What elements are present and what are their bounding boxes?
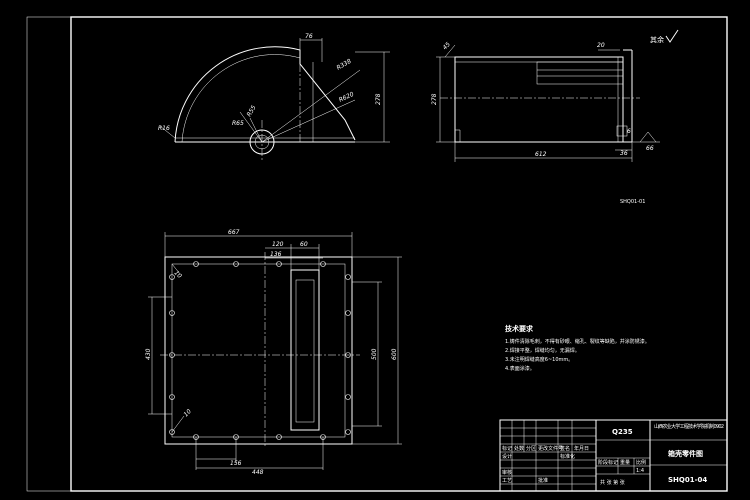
tb-sheets: 共 张 第 张 — [600, 479, 625, 486]
dim-r-mid: R620 — [338, 91, 355, 104]
surface-finish-label: 其余 — [650, 35, 664, 44]
tb-review: 审核 — [502, 469, 512, 476]
dim-plan-hole-top: 10 — [173, 269, 183, 279]
tb-process: 工艺 — [502, 478, 512, 484]
tb-org: 山西农业大学工程技术学院机制0902 — [654, 423, 724, 430]
surface-finish-symbol: 其余 — [650, 29, 679, 44]
dim-plan-bottom-b: 448 — [252, 469, 264, 476]
tb-name: 箱壳零件图 — [668, 449, 703, 458]
dim-plan-hole-bottom: 10 — [182, 408, 192, 418]
inner-arc — [181, 54, 301, 143]
dim-r-hole: R65 — [232, 120, 244, 127]
tb-mark: 标记 — [502, 445, 512, 452]
tb-standardize: 标准化 — [560, 453, 575, 460]
dim-plan-overall: 667 — [228, 229, 240, 236]
dim-side-bottom: 36 — [620, 150, 628, 157]
inner-frame — [70, 16, 728, 492]
title-block: 标记 处数 分区 更改文件号 签名 年月日 设计 标准化 审核 工艺 批准 Q2… — [499, 419, 728, 492]
dim-plan-left-height: 430 — [145, 348, 152, 360]
plan-slot — [290, 269, 320, 431]
dim-angle: 45 — [441, 41, 451, 51]
technical-notes: 技术要求 1.铸件清除毛刺，不得有砂眼、缩孔、裂纹等缺陷，并涂防锈漆。 2.焊接… — [505, 324, 650, 372]
dim-plan-slot-width: 60 — [300, 241, 308, 248]
tb-date: 年月日 — [574, 445, 589, 452]
plan-outer — [164, 256, 353, 445]
notes-title: 技术要求 — [505, 324, 534, 333]
notes-item-1: 1.铸件清除毛刺，不得有砂眼、缩孔、裂纹等缺陷，并涂防锈漆。 — [505, 338, 650, 345]
dim-r-outer: R338 — [336, 58, 353, 72]
tb-zone: 分区 — [526, 445, 536, 452]
outer-arc — [174, 46, 356, 143]
dim-side-top: 20 — [597, 42, 605, 49]
dim-side-right-small: 6 — [627, 128, 631, 135]
tb-design: 设计 — [502, 453, 512, 460]
notes-item-3: 3.未注明焊缝高度6~10mm。 — [505, 356, 573, 363]
front-view: 76 R338 R620 R65 R55 R16 278 — [158, 33, 390, 160]
dim-side-flange: 66 — [646, 145, 654, 152]
tb-count: 处数 — [514, 445, 524, 452]
tb-approve: 批准 — [538, 477, 548, 484]
view-label: SHQ01-01 — [620, 199, 645, 205]
tb-drawing-no: SHQ01-04 — [668, 476, 707, 484]
dim-plan-slot-offset: 120 — [272, 241, 284, 248]
tb-ratio: 比例 — [636, 459, 646, 466]
dim-r-small: R55 — [246, 104, 258, 118]
tb-sign: 签名 — [560, 445, 570, 452]
tb-change-no: 更改文件号 — [538, 445, 563, 452]
dim-plan-hole-pitch: 136 — [270, 251, 282, 258]
dim-left-r: R16 — [158, 125, 170, 132]
tb-stage-mark: 阶段标记 — [598, 459, 618, 466]
side-view: 45 20 278 612 36 66 6 — [431, 41, 660, 162]
tb-weight: 重量 — [620, 459, 630, 466]
dim-plan-right-inner: 500 — [371, 348, 378, 360]
dim-top-width: 76 — [305, 33, 313, 40]
dim-front-height: 278 — [375, 93, 382, 105]
notes-item-4: 4.表面涂漆。 — [505, 365, 535, 372]
bolt-holes — [169, 261, 351, 440]
plan-inner — [171, 263, 346, 438]
dim-plan-bottom-a: 156 — [230, 460, 242, 467]
tb-scale: 1:4 — [636, 468, 644, 474]
tb-material: Q235 — [612, 428, 633, 436]
dim-plan-right-outer: 600 — [391, 348, 398, 360]
dim-side-width: 612 — [535, 151, 547, 158]
notes-item-2: 2.焊接平整，焊缝均匀，无漏焊。 — [505, 347, 580, 354]
dim-side-height: 278 — [431, 93, 438, 105]
plan-view: 667 120 60 136 430 500 600 156 448 10 — [145, 229, 402, 476]
